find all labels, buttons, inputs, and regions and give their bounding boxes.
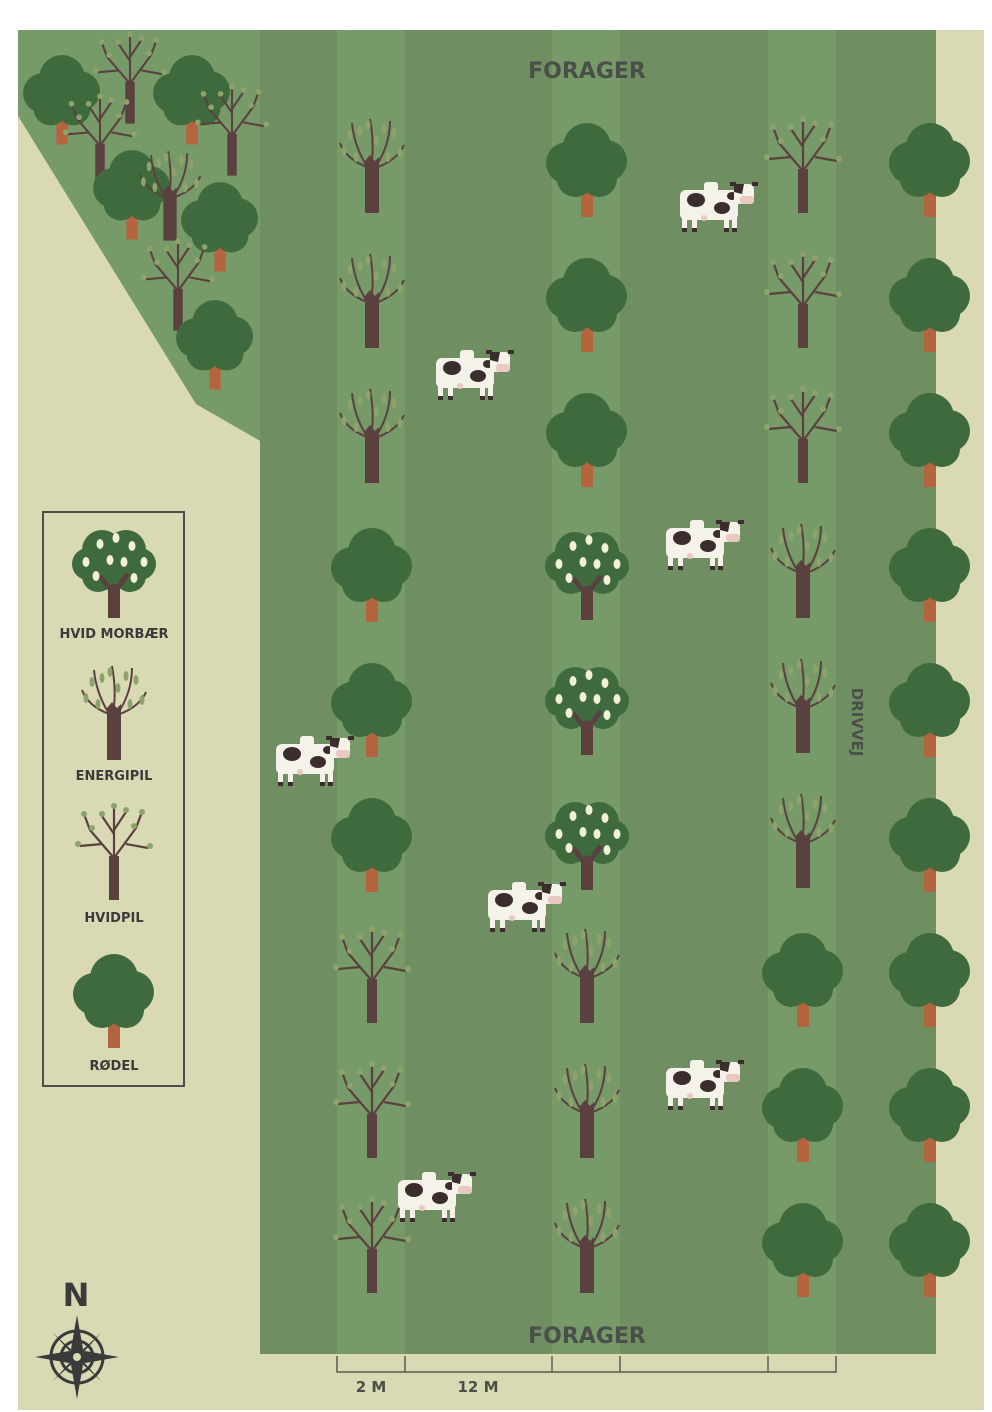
drivvej-label: DRIVVEJ: [848, 688, 866, 757]
legend-label-white-willow: HVIDPIL: [84, 911, 143, 926]
scale-label-strip: 2 M: [356, 1378, 387, 1396]
legend-label-energy-willow: ENERGIPIL: [76, 769, 153, 784]
scale-label-alley: 12 M: [457, 1378, 498, 1396]
forager-top-label: FORAGER: [528, 59, 646, 84]
compass-north-label: N: [63, 1276, 90, 1314]
legend-label-mulberry: HVID MORBÆR: [59, 627, 168, 642]
legend-label-alder: RØDEL: [89, 1059, 138, 1074]
forager-bottom-label: FORAGER: [528, 1324, 646, 1349]
